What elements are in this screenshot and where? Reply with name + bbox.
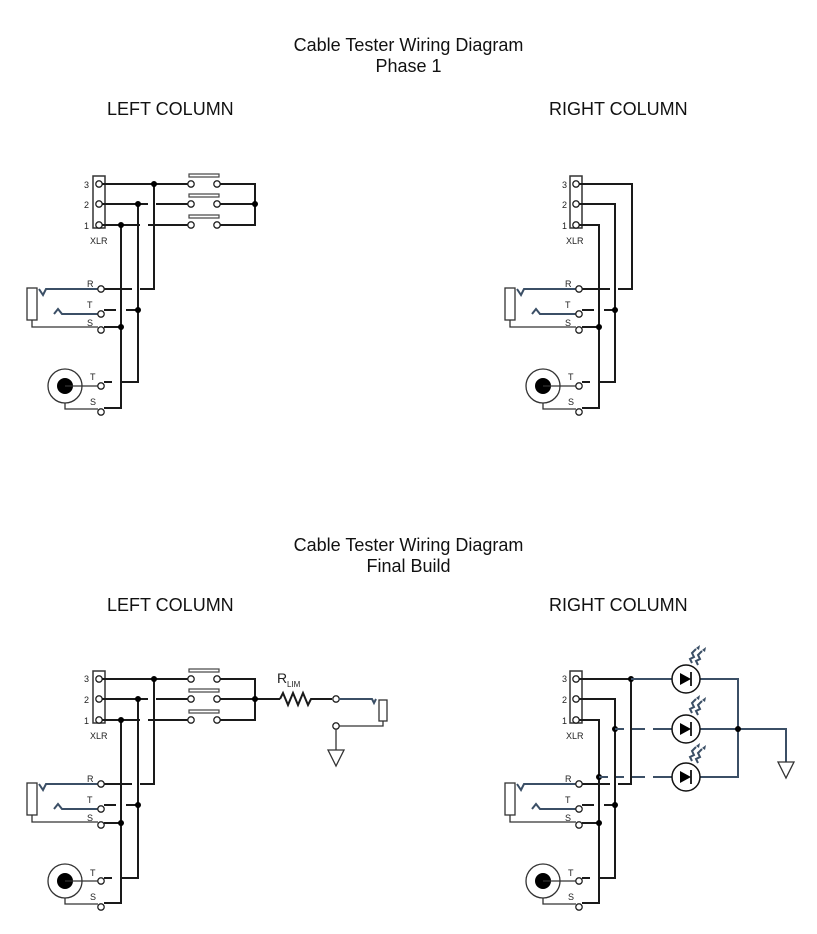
xlr-pin2-label: 2 (84, 695, 89, 705)
led-icon-3 (671, 742, 707, 792)
xlr-label: XLR (566, 731, 584, 741)
rca-sleeve-label: S (568, 892, 574, 902)
diagram-1-title: Cable Tester Wiring Diagram (293, 35, 524, 55)
tip-label: T (565, 795, 571, 805)
sleeve-label: S (87, 318, 93, 328)
ring-label: R (565, 279, 572, 289)
xlr-pin2-label: 2 (562, 695, 567, 705)
rca-tip-label: T (90, 372, 96, 382)
junction-dot (252, 201, 258, 207)
diagram-2-subtitle: Final Build (366, 556, 451, 576)
ring-label: R (87, 774, 94, 784)
resistor-label: R (277, 670, 287, 686)
jack-connectors (26, 284, 106, 417)
xlr-label: XLR (566, 236, 584, 246)
diagram-1-left-column-label: LEFT COLUMN (107, 99, 234, 119)
tip-label: T (87, 795, 93, 805)
xlr-pin1-label: 1 (562, 221, 567, 231)
ground-icon (327, 749, 345, 767)
rca-sleeve-label: S (90, 892, 96, 902)
led-icon-1 (671, 644, 707, 694)
diagram-2-title: Cable Tester Wiring Diagram (293, 535, 524, 555)
diagram-2-right-column-label: RIGHT COLUMN (549, 595, 688, 615)
ring-label: R (565, 774, 572, 784)
xlr-pin3-label: 3 (562, 180, 567, 190)
switch-2 (187, 688, 221, 703)
switch-1 (187, 709, 221, 724)
switch-1 (187, 214, 221, 229)
resistor-r-lim (279, 690, 332, 708)
diagram-2-left-schematic: 3 2 1 XLR R LIM R T (26, 668, 388, 912)
diagram-1-right-schematic: 3 2 1 XLR R T S T S (504, 175, 633, 417)
xlr-label: XLR (90, 236, 108, 246)
xlr-pin1-label: 1 (562, 716, 567, 726)
output-jack (378, 699, 388, 722)
diagram-1-left-schematic: 3 2 1 XLR R T S T S (26, 173, 258, 417)
switch-2 (187, 193, 221, 208)
rca-tip-label: T (568, 372, 574, 382)
rca-sleeve-label: S (568, 397, 574, 407)
ground-icon (777, 761, 795, 779)
sleeve-label: S (87, 813, 93, 823)
jack-connectors (504, 779, 584, 912)
led-icon-2 (671, 694, 707, 744)
xlr-pin2-label: 2 (562, 200, 567, 210)
diagram-1-subtitle: Phase 1 (375, 56, 442, 76)
xlr-pin3-label: 3 (562, 674, 567, 684)
xlr-label: XLR (90, 731, 108, 741)
xlr-pin1-label: 1 (84, 221, 89, 231)
tip-label: T (87, 300, 93, 310)
switch-3 (187, 668, 221, 683)
jack-connectors (504, 284, 584, 417)
tip-label: T (565, 300, 571, 310)
rca-tip-label: T (90, 868, 96, 878)
xlr-pin2-label: 2 (84, 200, 89, 210)
diagram-2-right-schematic: 3 2 1 XLR R T S T S (504, 644, 795, 912)
ring-label: R (87, 279, 94, 289)
sleeve-label: S (565, 318, 571, 328)
rca-sleeve-label: S (90, 397, 96, 407)
xlr-pin3-label: 3 (84, 674, 89, 684)
switch-3 (187, 173, 221, 188)
diagram-1-right-column-label: RIGHT COLUMN (549, 99, 688, 119)
rca-tip-label: T (568, 868, 574, 878)
resistor-sub-label: LIM (287, 680, 301, 689)
sleeve-label: S (565, 813, 571, 823)
xlr-pin3-label: 3 (84, 180, 89, 190)
diagram-2-left-column-label: LEFT COLUMN (107, 595, 234, 615)
xlr-pin1-label: 1 (84, 716, 89, 726)
jack-connectors (26, 779, 106, 912)
